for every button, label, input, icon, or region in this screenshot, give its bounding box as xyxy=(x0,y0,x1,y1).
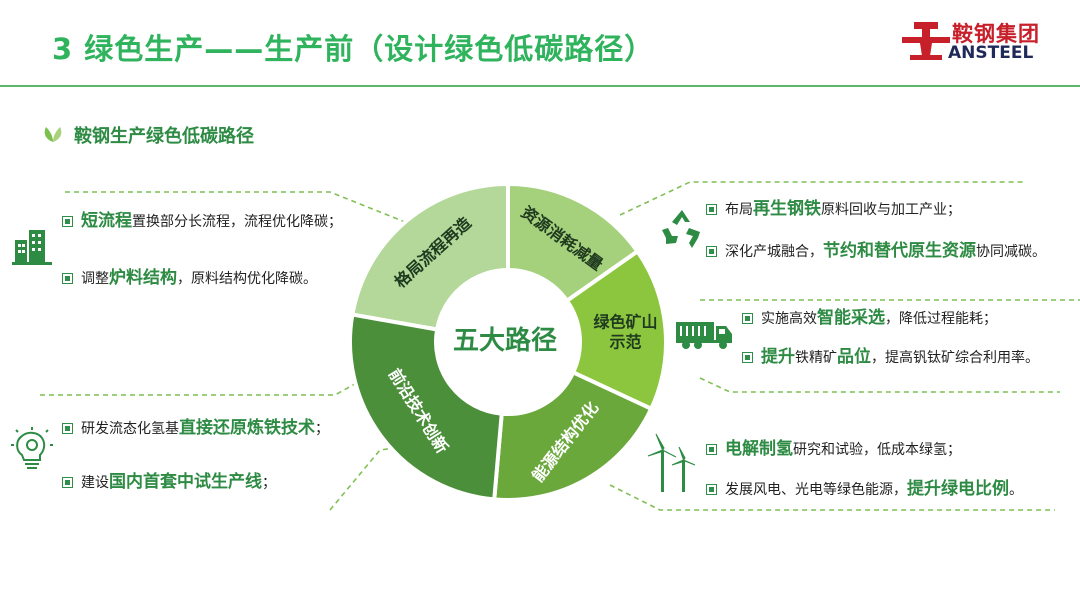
highlight-text: 电解制氢 xyxy=(725,439,793,459)
donut-segment xyxy=(492,369,654,502)
building-icon xyxy=(12,230,52,265)
page-title: 3 绿色生产——生产前（设计绿色低碳路径） xyxy=(52,32,655,66)
donut-segment xyxy=(506,181,641,304)
recycle-icon xyxy=(662,210,700,248)
bullet-icon xyxy=(62,215,73,227)
highlight-text: 提升 xyxy=(761,347,795,367)
highlight-text: 提升绿电比例 xyxy=(907,479,1009,499)
list-item: 调整炉料结构，原料结构优化降碳。 xyxy=(62,267,317,290)
ansteel-logo-icon xyxy=(902,22,950,60)
logo-english: ANSTEEL xyxy=(948,43,1034,63)
header-divider xyxy=(0,85,1080,87)
list-item: 电解制氢研究和试验，低成本绿氢； xyxy=(706,438,961,461)
bullet-icon xyxy=(706,203,717,215)
highlight-text: 国内首套中试生产线 xyxy=(109,472,262,492)
highlight-text: 再生钢铁 xyxy=(753,199,821,219)
highlight-text: 短流程 xyxy=(81,211,132,231)
highlight-text: 节约和替代原生资源 xyxy=(823,241,976,261)
wind-turbine-icon xyxy=(647,433,696,492)
donut-segment xyxy=(348,312,504,502)
list-item: 提升铁精矿品位，提高钒钛矿综合利用率。 xyxy=(742,346,1039,369)
highlight-text: 直接还原炼铁技术 xyxy=(179,418,315,438)
list-item: 建设国内首套中试生产线； xyxy=(62,471,276,494)
lightbulb-gear-icon xyxy=(11,427,53,469)
donut-segment xyxy=(564,248,668,412)
connector-left-top xyxy=(65,191,406,223)
donut-ring: 格局流程再造资源消耗减量绿色矿山示范能源结构优化前沿技术创新 xyxy=(348,181,668,502)
list-item: 布局再生钢铁原料回收与加工产业； xyxy=(706,198,961,221)
connector-lines xyxy=(40,181,1080,511)
donut-segment xyxy=(350,181,510,332)
highlight-text: 智能采选 xyxy=(817,308,885,328)
bullet-icon xyxy=(62,272,73,284)
leaf-icon xyxy=(44,127,62,142)
list-item: 短流程置换部分长流程，流程优化降碳； xyxy=(62,210,342,233)
list-item: 实施高效智能采选，降低过程能耗； xyxy=(742,307,997,330)
connector-right-1 xyxy=(619,181,1025,216)
list-item: 发展风电、光电等绿色能源，提升绿电比例。 xyxy=(706,478,1023,501)
bullet-icon xyxy=(62,476,73,488)
bullet-icon xyxy=(706,443,717,455)
connector-left-bottom xyxy=(40,379,363,396)
highlight-text: 品位 xyxy=(837,347,871,367)
connector-right-3 xyxy=(609,484,1055,511)
bullet-icon xyxy=(742,312,753,324)
logo-chinese: 鞍钢集团 xyxy=(952,22,1040,46)
segment-label: 绿色矿山示范 xyxy=(594,313,658,352)
bullet-icon xyxy=(706,483,717,495)
bullet-icon xyxy=(706,245,717,257)
donut-center xyxy=(438,272,578,412)
center-label: 五大路径 xyxy=(452,326,557,356)
list-item: 深化产城融合，节约和替代原生资源协同减碳。 xyxy=(706,240,1046,263)
truck-icon xyxy=(676,322,732,349)
section-subtitle: 鞍钢生产绿色低碳路径 xyxy=(74,126,254,147)
ansteel-logo: 鞍钢集团 ANSTEEL xyxy=(900,18,1070,68)
header: 3 绿色生产——生产前（设计绿色低碳路径） 鞍钢集团 ANSTEEL xyxy=(0,0,1080,87)
connector-right-2-bottom xyxy=(699,377,1060,393)
highlight-text: 炉料结构 xyxy=(109,268,177,288)
bullet-icon xyxy=(742,351,753,363)
bullet-icon xyxy=(62,422,73,434)
list-item: 研发流态化氢基直接还原炼铁技术； xyxy=(62,417,329,440)
